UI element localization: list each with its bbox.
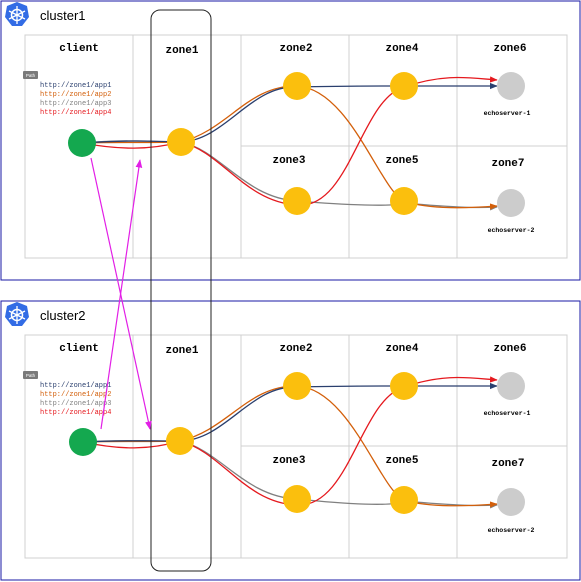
kubernetes-icon (5, 302, 29, 326)
server-label: echoserver-2 (488, 227, 535, 234)
path-app1: http://zone1/app1 (40, 382, 111, 390)
server-label: echoserver-1 (484, 110, 531, 117)
cluster1-panel: cluster1 client zone1 zone2 zone4 zone6 … (0, 0, 581, 281)
path-app2: http://zone1/app2 (40, 91, 111, 99)
zone5-node (390, 187, 418, 215)
client-zone-label: client (59, 343, 99, 355)
path-app3: http://zone1/app3 (40, 400, 111, 408)
echoserver-1-node (497, 372, 525, 400)
zone1-node (167, 128, 195, 156)
zone-label: zone2 (279, 43, 312, 55)
path-app2: http://zone1/app2 (40, 391, 111, 399)
path-app1: http://zone1/app1 (40, 82, 111, 90)
path-badge: Path (26, 73, 36, 78)
zone2-node (283, 72, 311, 100)
zone2-node (283, 372, 311, 400)
client-zone-label: client (59, 43, 99, 55)
zone-label: zone3 (272, 455, 305, 467)
zone-label: zone6 (493, 343, 526, 355)
server-label: echoserver-2 (488, 527, 535, 534)
echoserver-1-node (497, 72, 525, 100)
zone-label: zone5 (385, 455, 418, 467)
zone4-node (390, 72, 418, 100)
zone1-highlight-box (150, 9, 212, 572)
cluster-name: cluster1 (40, 8, 86, 23)
kubernetes-icon (5, 2, 29, 26)
zone-label: zone1 (165, 45, 198, 57)
zone-label: zone7 (491, 458, 524, 470)
zone-grid (24, 334, 568, 559)
echoserver-2-node (497, 189, 525, 217)
zone-grid (24, 34, 568, 259)
zone4-node (390, 372, 418, 400)
path-app4: http://zone1/app4 (40, 409, 111, 417)
cluster2-panel: cluster2 client zone1 zone2 zone4 zone6 … (0, 300, 581, 581)
path-app4: http://zone1/app4 (40, 109, 111, 117)
zone-label: zone6 (493, 43, 526, 55)
client-node (69, 428, 97, 456)
zone-label: zone7 (491, 158, 524, 170)
zone5-node (390, 486, 418, 514)
zone-label: zone1 (165, 345, 198, 357)
zone-label: zone5 (385, 155, 418, 167)
zone3-node (283, 187, 311, 215)
zone1-node (166, 427, 194, 455)
path-legend: Path http://zone1/app1 http://zone1/app2… (23, 371, 111, 417)
zone-label: zone4 (385, 43, 418, 55)
cluster-name: cluster2 (40, 308, 86, 323)
zone3-node (283, 485, 311, 513)
failover-arrow-up (100, 159, 143, 430)
echoserver-2-node (497, 488, 525, 516)
zone-label: zone4 (385, 343, 418, 355)
path-app3: http://zone1/app3 (40, 100, 111, 108)
server-label: echoserver-1 (484, 410, 531, 417)
path-badge: Path (26, 373, 36, 378)
zone-label: zone2 (279, 343, 312, 355)
client-node (68, 129, 96, 157)
zone-label: zone3 (272, 155, 305, 167)
path-legend: Path http://zone1/app1 http://zone1/app2… (23, 71, 111, 117)
